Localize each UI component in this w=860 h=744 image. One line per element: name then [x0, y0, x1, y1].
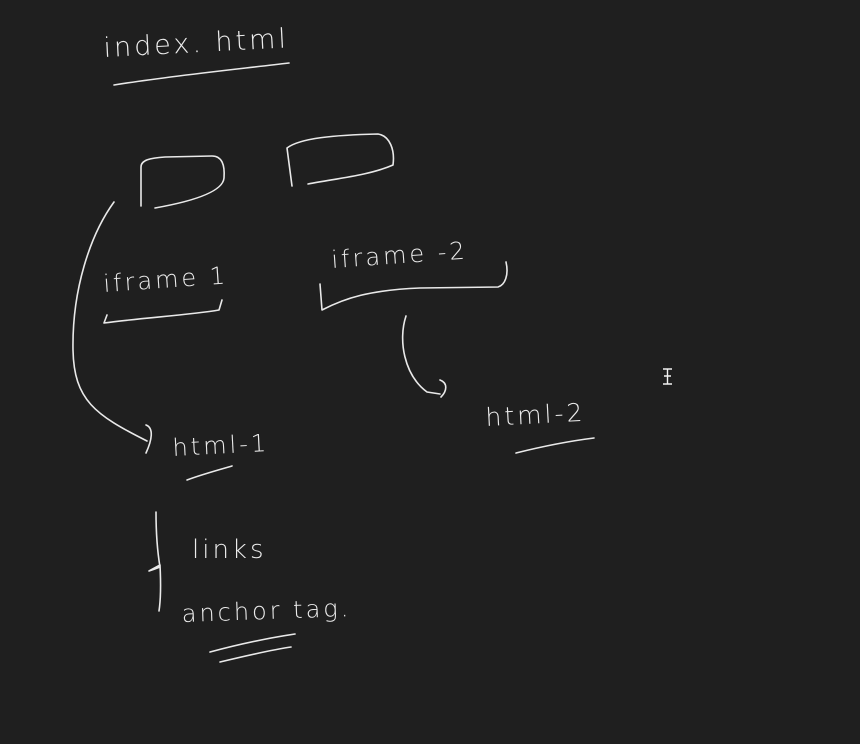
arrow-to-html2	[401, 315, 441, 395]
iframe2-box	[286, 133, 395, 187]
arrow-to-html1-head	[145, 424, 153, 454]
arrow-to-html2-head	[439, 379, 447, 398]
html1-label: html-1	[172, 429, 270, 462]
arrow-to-html1	[72, 201, 148, 442]
iframe2-bracket	[319, 261, 508, 311]
anchor-tag-label: anchor tag.	[181, 594, 352, 628]
iframe2-label: iframe -2	[330, 237, 468, 274]
title-text: index. html	[103, 23, 290, 64]
iframe1-bracket	[103, 299, 223, 324]
html1-underline	[186, 465, 233, 481]
iframe1-box	[140, 155, 225, 209]
iframe1-label: iframe 1	[102, 261, 228, 298]
title-underline	[113, 62, 290, 86]
links-label: links	[192, 535, 267, 565]
html2-underline	[515, 437, 595, 454]
anchor-tag-underline-2	[219, 646, 292, 663]
html2-label: html-2	[485, 398, 586, 432]
links-brace	[148, 511, 162, 612]
text-cursor-icon	[663, 368, 672, 385]
anchor-tag-underline-1	[209, 633, 296, 653]
